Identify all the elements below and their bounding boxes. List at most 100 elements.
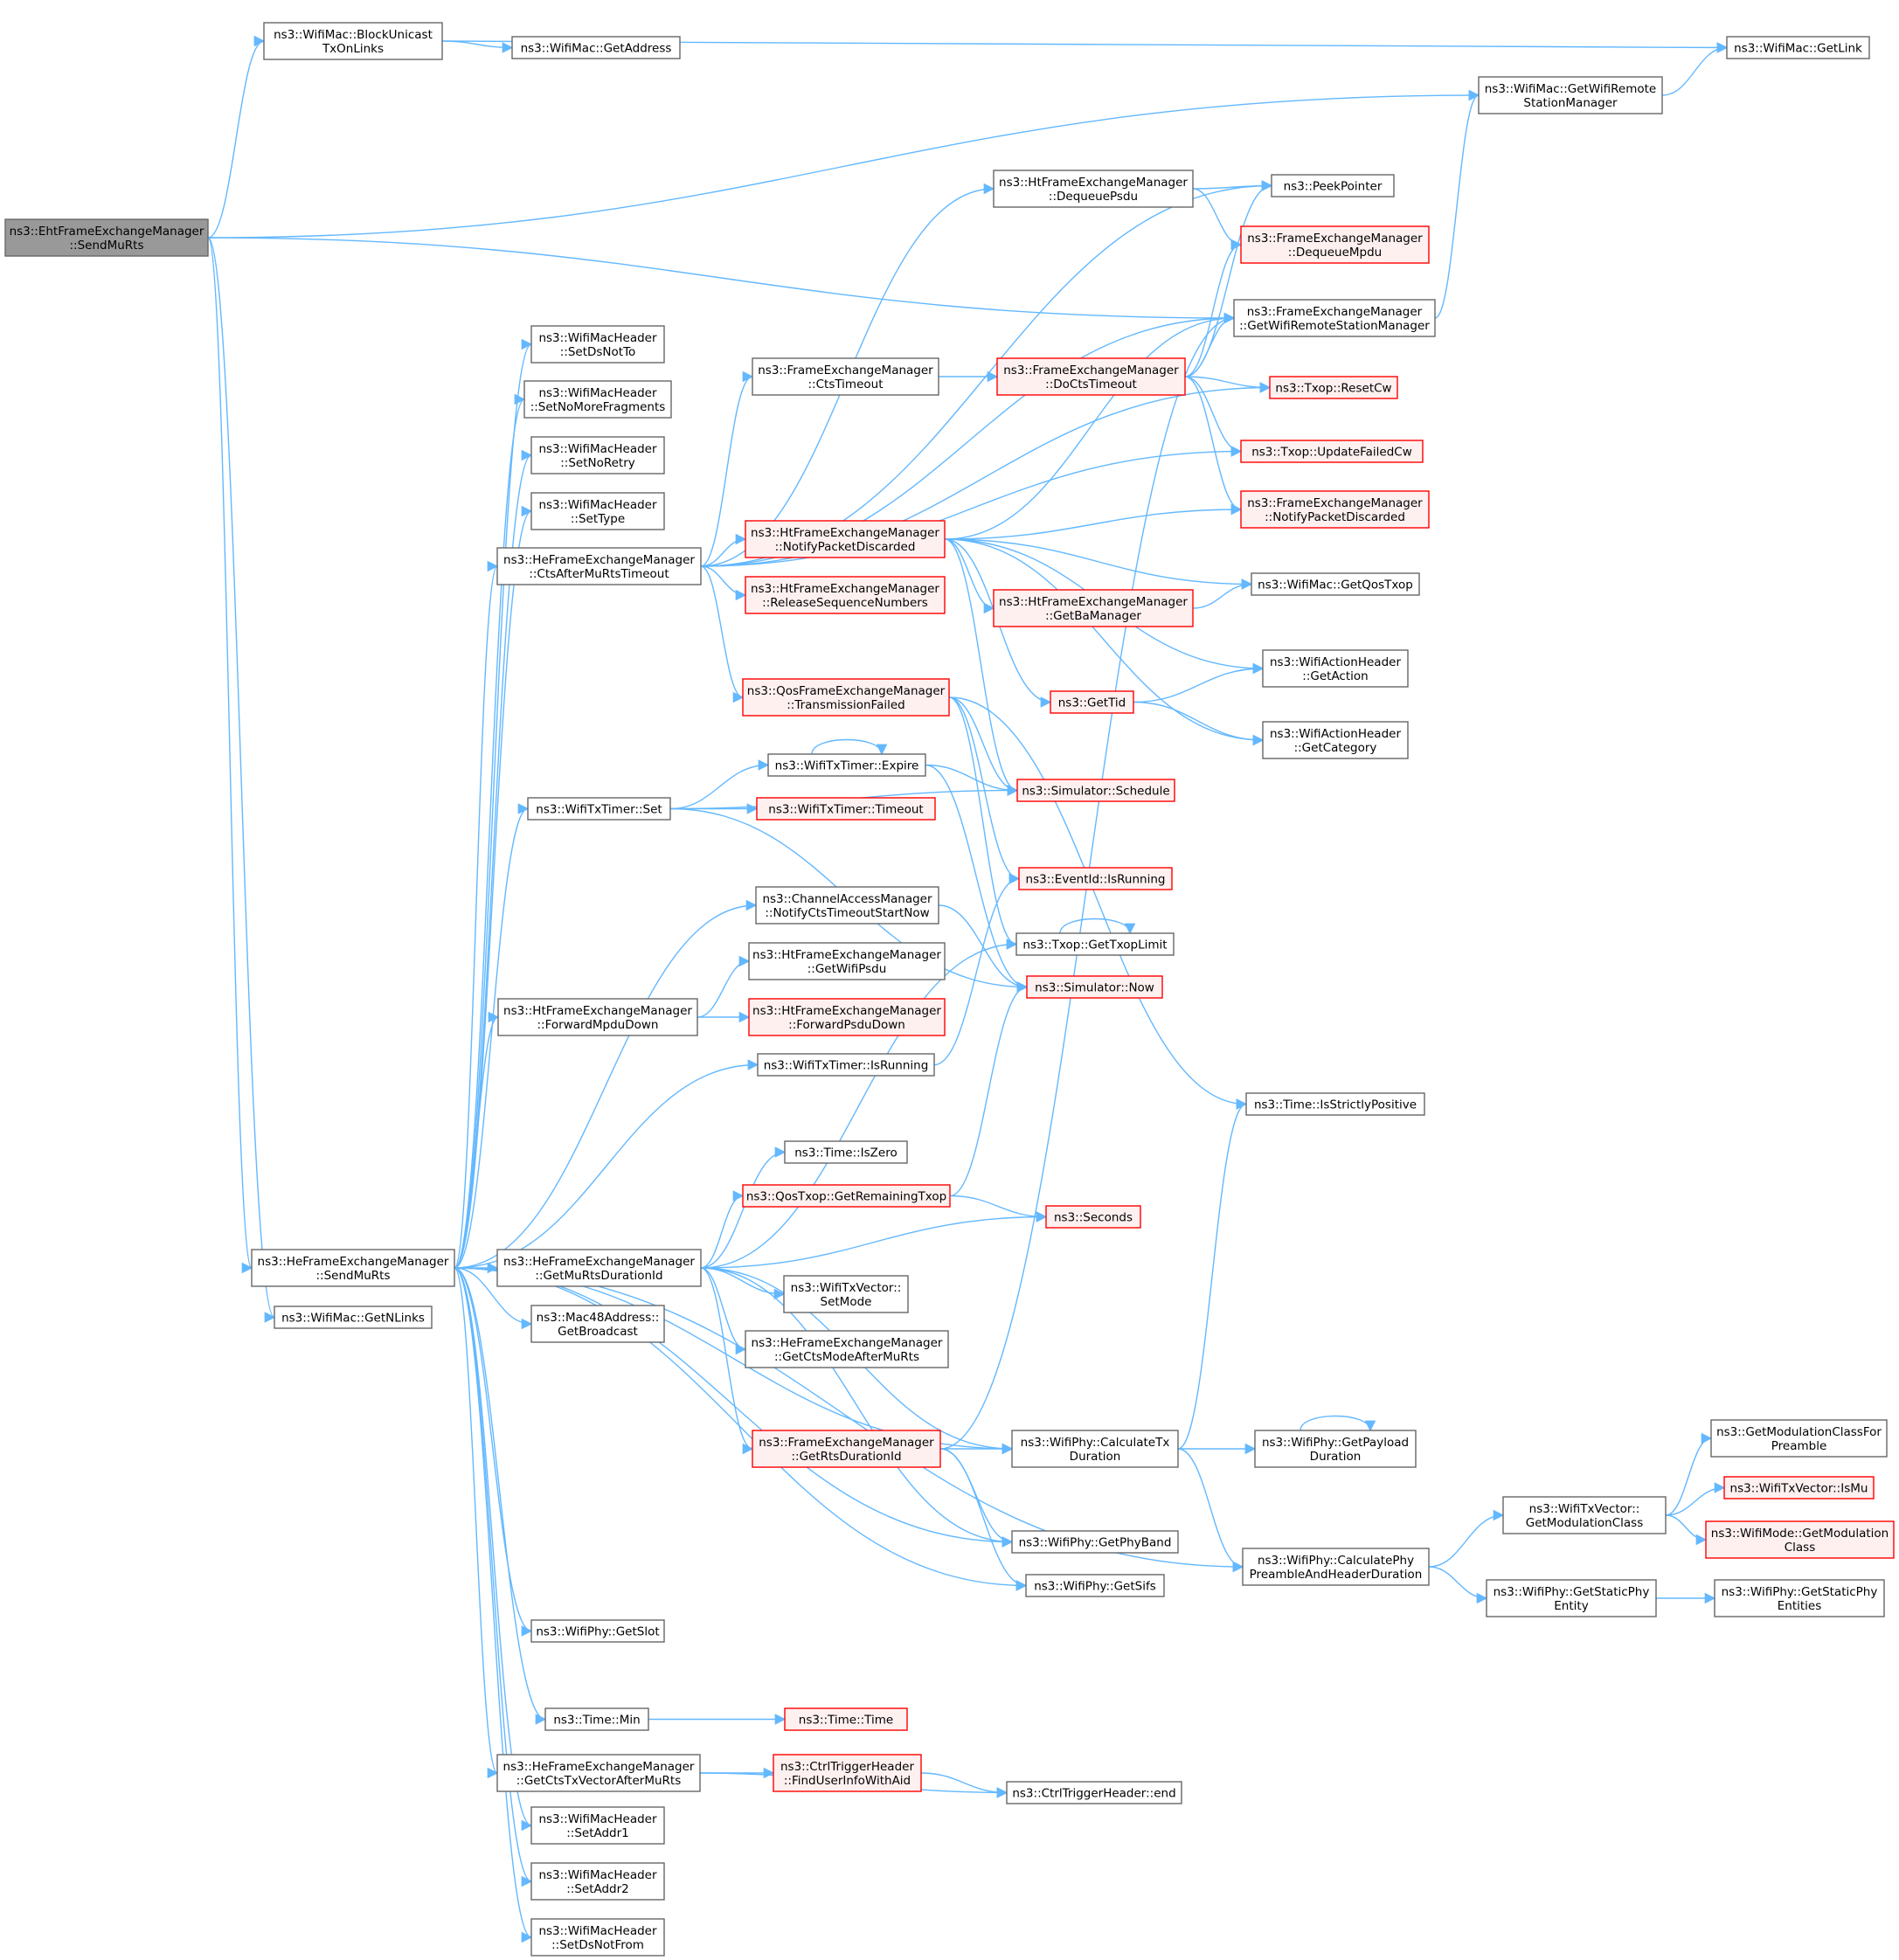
- function-node-set-ds-not-from[interactable]: ns3::WifiMacHeader::SetDsNotFrom: [530, 1918, 665, 1957]
- function-node-time-time[interactable]: ns3::Time::Time: [784, 1707, 908, 1731]
- function-node-get-category[interactable]: ns3::WifiActionHeader::GetCategory: [1262, 721, 1409, 759]
- node-box: [1240, 225, 1430, 264]
- function-node-trig-end[interactable]: ns3::CtrlTriggerHeader::end: [1006, 1781, 1182, 1804]
- function-node-find-user-info[interactable]: ns3::CtrlTriggerHeader::FindUserInfoWith…: [773, 1754, 922, 1792]
- node-label: ns3::WifiPhy::GetSlot: [536, 1625, 659, 1639]
- function-node-release-seq[interactable]: ns3::HtFrameExchangeManager::ReleaseSequ…: [745, 576, 946, 614]
- function-node-fem-notify-discarded[interactable]: ns3::FrameExchangeManager::NotifyPacketD…: [1240, 490, 1430, 529]
- function-node-calc-preamble[interactable]: ns3::WifiPhy::CalculatePhyPreambleAndHea…: [1242, 1548, 1430, 1586]
- function-node-get-tid[interactable]: ns3::GetTid: [1050, 690, 1134, 714]
- function-node-now[interactable]: ns3::Simulator::Now: [1026, 975, 1163, 999]
- function-node-get-cts-tx-vec[interactable]: ns3::HeFrameExchangeManager::GetCtsTxVec…: [496, 1754, 701, 1792]
- function-node-get-remaining-txop[interactable]: ns3::QosTxop::GetRemainingTxop: [742, 1184, 951, 1208]
- node-box: [1726, 36, 1870, 59]
- function-node-mode-get-mod-class[interactable]: ns3::WifiMode::GetModulationClass: [1705, 1520, 1895, 1559]
- node-label: ns3::FrameExchangeManager: [758, 364, 933, 377]
- function-node-update-failed-cw[interactable]: ns3::Txop::UpdateFailedCw: [1240, 440, 1424, 463]
- function-node-tx-vec-get-mod-class[interactable]: ns3::WifiTxVector::GetModulationClass: [1502, 1496, 1667, 1534]
- function-node-get-broadcast[interactable]: ns3::Mac48Address::GetBroadcast: [530, 1305, 665, 1343]
- function-node-dequeue-psdu[interactable]: ns3::HtFrameExchangeManager::DequeuePsdu: [993, 170, 1194, 208]
- function-node-set-no-retry[interactable]: ns3::WifiMacHeader::SetNoRetry: [530, 436, 665, 474]
- node-label: ns3::EventId::IsRunning: [1026, 873, 1166, 887]
- function-node-root[interactable]: ns3::EhtFrameExchangeManager::SendMuRts: [4, 218, 209, 257]
- function-node-forward-mpdu-down[interactable]: ns3::HtFrameExchangeManager::ForwardMpdu…: [497, 998, 698, 1036]
- node-label: ns3::PeekPointer: [1284, 180, 1383, 194]
- node-box: [1714, 1579, 1885, 1617]
- node-box: [4, 218, 209, 257]
- function-node-get-qos-txop[interactable]: ns3::WifiMac::GetQosTxop: [1251, 572, 1420, 596]
- node-box: [1240, 440, 1424, 463]
- function-node-get-action[interactable]: ns3::WifiActionHeader::GetAction: [1262, 649, 1409, 688]
- function-node-timer-timeout[interactable]: ns3::WifiTxTimer::Timeout: [756, 797, 936, 821]
- node-box: [1016, 779, 1175, 802]
- function-node-set-mode[interactable]: ns3::WifiTxVector::SetMode: [783, 1275, 909, 1313]
- function-node-get-address[interactable]: ns3::WifiMac::GetAddress: [511, 36, 681, 59]
- node-label: ns3::HeFrameExchangeManager: [258, 1255, 449, 1269]
- node-label: GetModulationClass: [1526, 1516, 1644, 1530]
- function-node-get-sifs[interactable]: ns3::WifiPhy::GetSifs: [1025, 1574, 1165, 1597]
- function-node-expire[interactable]: ns3::WifiTxTimer::Expire: [767, 753, 926, 777]
- function-node-fem-get-rsm[interactable]: ns3::FrameExchangeManager::GetWifiRemote…: [1233, 299, 1436, 337]
- function-node-get-n-links[interactable]: ns3::WifiMac::GetNLinks: [274, 1306, 433, 1329]
- node-box: [1705, 1520, 1895, 1559]
- call-edge: [1428, 1566, 1488, 1604]
- function-node-set-no-more-frag[interactable]: ns3::WifiMacHeader::SetNoMoreFragments: [523, 380, 672, 419]
- function-node-he-send-mu-rts[interactable]: ns3::HeFrameExchangeManager::SendMuRts: [251, 1249, 455, 1287]
- function-node-seconds[interactable]: ns3::Seconds: [1045, 1205, 1141, 1229]
- node-label: ::ForwardMpduDown: [537, 1018, 659, 1032]
- call-edge: [1177, 1448, 1244, 1573]
- function-node-is-mu[interactable]: ns3::WifiTxVector::IsMu: [1723, 1476, 1875, 1499]
- function-node-timer-set[interactable]: ns3::WifiTxTimer::Set: [527, 797, 671, 821]
- function-node-dequeue-mpdu[interactable]: ns3::FrameExchangeManager::DequeueMpdu: [1240, 225, 1430, 264]
- function-node-mac-get-rsm[interactable]: ns3::WifiMac::GetWifiRemoteStationManage…: [1478, 76, 1663, 114]
- function-node-set-addr2[interactable]: ns3::WifiMacHeader::SetAddr2: [530, 1862, 665, 1901]
- node-box: [1262, 721, 1409, 759]
- function-node-get-cts-mode[interactable]: ns3::HeFrameExchangeManager::GetCtsModeA…: [745, 1330, 949, 1368]
- function-node-forward-psdu-down[interactable]: ns3::HtFrameExchangeManager::ForwardPsdu…: [748, 998, 946, 1036]
- node-label: ns3::WifiTxTimer::Timeout: [768, 803, 923, 817]
- function-node-get-mu-rts-dur[interactable]: ns3::HeFrameExchangeManager::GetMuRtsDur…: [496, 1249, 702, 1287]
- function-node-get-ba-manager[interactable]: ns3::HtFrameExchangeManager::GetBaManage…: [993, 589, 1194, 627]
- function-node-set-type[interactable]: ns3::WifiMacHeader::SetType: [530, 492, 665, 530]
- call-edge: [700, 446, 1243, 567]
- function-node-set-addr1[interactable]: ns3::WifiMacHeader::SetAddr1: [530, 1806, 665, 1845]
- function-node-get-wifi-psdu[interactable]: ns3::HtFrameExchangeManager::GetWifiPsdu: [748, 942, 946, 980]
- function-node-get-slot[interactable]: ns3::WifiPhy::GetSlot: [530, 1619, 665, 1643]
- function-node-cts-after-mu-rts-timeout[interactable]: ns3::HeFrameExchangeManager::CtsAfterMuR…: [496, 547, 702, 585]
- node-box: [1262, 649, 1409, 688]
- function-node-set-ds-not-to[interactable]: ns3::WifiMacHeader::SetDsNotTo: [530, 325, 665, 364]
- node-label: ns3::FrameExchangeManager: [1247, 496, 1423, 510]
- function-node-reset-cw[interactable]: ns3::Txop::ResetCw: [1269, 376, 1398, 399]
- function-node-event-is-running[interactable]: ns3::EventId::IsRunning: [1018, 867, 1173, 890]
- function-node-is-zero[interactable]: ns3::Time::IsZero: [784, 1140, 908, 1164]
- call-edge: [700, 565, 745, 703]
- function-node-schedule[interactable]: ns3::Simulator::Schedule: [1016, 779, 1175, 802]
- function-node-get-rts-dur[interactable]: ns3::FrameExchangeManager::GetRtsDuratio…: [752, 1430, 941, 1468]
- function-node-transmission-failed[interactable]: ns3::QosFrameExchangeManager::Transmissi…: [742, 678, 950, 717]
- node-label: ns3::ChannelAccessManager: [762, 892, 932, 906]
- function-node-notify-cts-start[interactable]: ns3::ChannelAccessManager::NotifyCtsTime…: [755, 886, 939, 925]
- function-node-get-txop-limit[interactable]: ns3::Txop::GetTxopLimit: [1015, 932, 1175, 956]
- function-node-cts-timeout[interactable]: ns3::FrameExchangeManager::CtsTimeout: [752, 357, 939, 396]
- function-node-timer-is-running[interactable]: ns3::WifiTxTimer::IsRunning: [757, 1053, 935, 1077]
- function-node-do-cts-timeout[interactable]: ns3::FrameExchangeManager::DoCtsTimeout: [996, 357, 1186, 396]
- function-node-get-link[interactable]: ns3::WifiMac::GetLink: [1726, 36, 1870, 59]
- node-label: ns3::FrameExchangeManager: [759, 1436, 934, 1450]
- node-label: ::SetDsNotFrom: [551, 1938, 644, 1952]
- function-node-ht-notify-discarded[interactable]: ns3::HtFrameExchangeManager::NotifyPacke…: [745, 520, 946, 558]
- function-node-time-min[interactable]: ns3::Time::Min: [544, 1707, 649, 1731]
- function-node-get-phy-band[interactable]: ns3::WifiPhy::GetPhyBand: [1011, 1530, 1179, 1554]
- node-label: ::SetNoMoreFragments: [530, 400, 666, 414]
- function-node-is-strictly-positive[interactable]: ns3::Time::IsStrictlyPositive: [1245, 1092, 1425, 1116]
- function-node-peek-pointer[interactable]: ns3::PeekPointer: [1271, 174, 1395, 197]
- node-label: ns3::WifiTxTimer::IsRunning: [764, 1059, 929, 1073]
- node-label: ns3::Simulator::Schedule: [1022, 785, 1169, 799]
- node-label: ns3::HeFrameExchangeManager: [503, 1255, 695, 1269]
- node-box: [752, 357, 939, 396]
